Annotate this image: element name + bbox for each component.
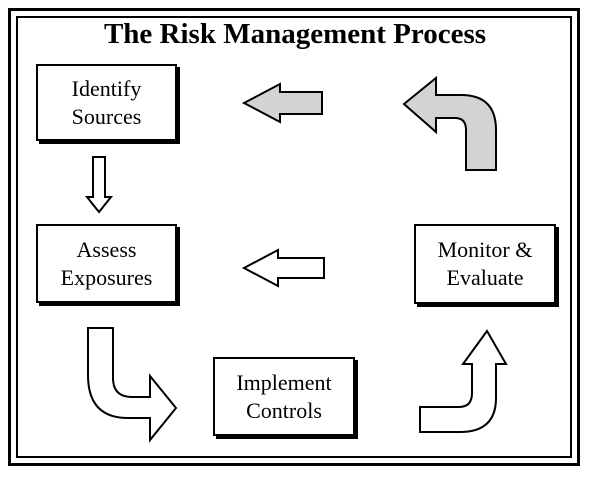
step-implement-controls: Implement Controls (213, 357, 355, 436)
step-monitor-line2: Evaluate (446, 265, 524, 290)
step-assess-line2: Exposures (60, 264, 153, 290)
step-assess-line1: Assess (76, 236, 137, 262)
step-identify-line2: Sources (71, 103, 142, 129)
step-assess-exposures: Assess Exposures (36, 224, 177, 303)
curved-arrow-up-icon (419, 329, 508, 433)
step-monitor-evaluate: Monitor & Evaluate (414, 224, 556, 304)
inner-frame (16, 16, 572, 458)
step-implement-line1: Implement (236, 369, 332, 395)
outer-frame (8, 8, 580, 466)
left-arrow-icon (241, 248, 325, 288)
left-arrow-shaded-icon (241, 82, 323, 124)
step-identify-line1: Identify (71, 75, 142, 101)
step-implement-line2: Controls (246, 397, 322, 423)
diagram-title: The Risk Management Process (103, 18, 487, 50)
step-monitor-line1: Monitor & (437, 237, 533, 262)
curved-arrow-right-icon (87, 327, 178, 443)
down-arrow-icon (84, 156, 114, 214)
curved-arrow-shaded-icon (402, 75, 497, 171)
step-identify-sources: Identify Sources (36, 64, 177, 141)
